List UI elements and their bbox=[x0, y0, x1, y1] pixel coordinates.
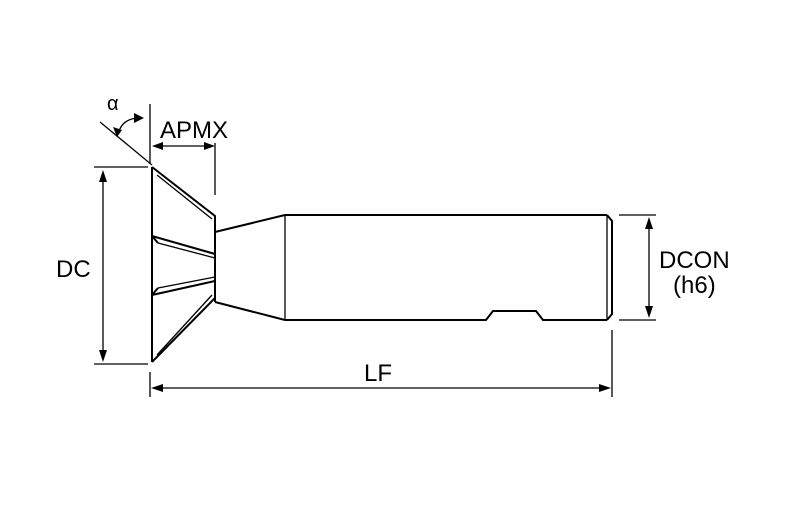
apmx-arrow-left bbox=[152, 142, 163, 150]
lf-dimension: LF bbox=[149, 330, 613, 397]
neck-taper-top bbox=[214, 214, 286, 233]
alpha-label: α bbox=[107, 93, 119, 115]
dc-arrow-bottom bbox=[99, 350, 107, 362]
dcon-arrow-top bbox=[645, 217, 653, 229]
apmx-arrow-right bbox=[204, 142, 215, 150]
cutter-flute-lower-face bbox=[151, 287, 159, 296]
shank-end-chamfer bbox=[606, 214, 613, 321]
cutter-flute-lower-edge bbox=[157, 276, 216, 289]
dc-label: DC bbox=[56, 256, 91, 283]
lf-arrow-left bbox=[151, 384, 163, 392]
alpha-reference-line bbox=[99, 121, 153, 166]
cutter-tip-edge-lower bbox=[156, 294, 213, 356]
dcon-dimension: DCON (h6) bbox=[619, 214, 730, 321]
cutter-head bbox=[151, 166, 216, 363]
dcon-arrow-bottom bbox=[645, 306, 653, 318]
dc-dimension: DC bbox=[56, 166, 148, 365]
dc-arrow-top bbox=[99, 170, 107, 182]
apmx-dimension: APMX bbox=[152, 117, 228, 195]
lf-label: LF bbox=[364, 360, 392, 387]
lf-arrow-right bbox=[599, 384, 611, 392]
shank bbox=[214, 214, 613, 321]
apmx-label: APMX bbox=[160, 117, 228, 144]
cutter-flute-upper-edge bbox=[157, 242, 216, 259]
cutter-flute-upper-face bbox=[151, 235, 159, 244]
dcon-label-line1: DCON bbox=[659, 247, 730, 274]
alpha-indicator: α bbox=[99, 93, 153, 166]
cutter-flute-lower bbox=[151, 280, 216, 296]
alpha-arrow-head bbox=[134, 113, 144, 123]
neck-taper-bottom bbox=[214, 301, 286, 321]
dcon-label-line2: (h6) bbox=[673, 272, 716, 299]
alpha-arrow-tail bbox=[113, 127, 122, 137]
cutter-tip-edge-upper bbox=[156, 174, 213, 220]
shank-bottom-edge bbox=[285, 310, 607, 321]
cutter-flute-upper bbox=[151, 235, 216, 255]
